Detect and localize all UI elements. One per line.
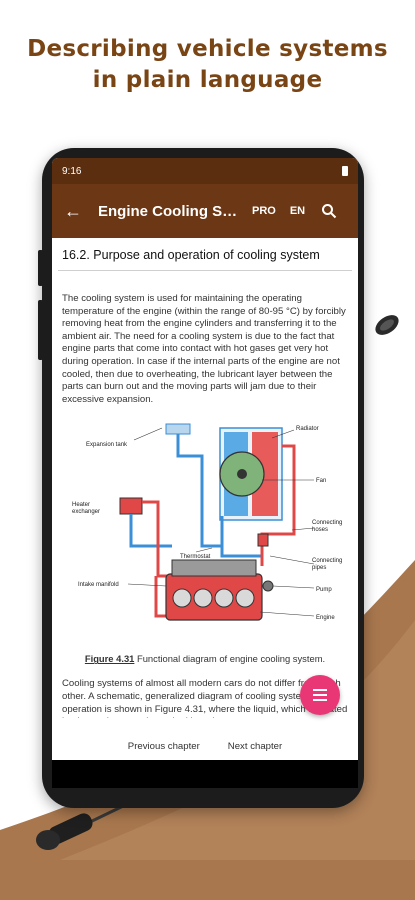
label-intake-manifold: Intake manifold [78, 582, 119, 588]
wrench-socket-icon [375, 315, 399, 335]
system-navigation-bar [52, 760, 358, 788]
label-thermostat: Thermostat [180, 554, 211, 560]
label-heater-exchanger-line2: exchanger [72, 509, 100, 515]
search-icon[interactable] [321, 203, 337, 219]
label-fan: Fan [316, 478, 326, 484]
chapter-navigation: Previous chapter Next chapter [52, 732, 358, 760]
figure-reference-link[interactable]: Figure 4.31 [84, 653, 135, 665]
promo-headline: Describing vehicle systems in plain lang… [0, 34, 415, 96]
app-bar-title: Engine Cooling Sy… [98, 202, 238, 220]
label-connecting-hoses-line1: Connecting [312, 520, 342, 526]
figure-caption-text: Functional diagram of engine cooling sys… [134, 653, 326, 665]
article-paragraph: Cooling systems of almost all modern car… [62, 678, 347, 718]
pro-button[interactable]: PRO [252, 205, 276, 217]
cooling-system-diagram: Radiator Expansion tank Fan Heater excha… [72, 423, 342, 621]
phone-side-button [38, 250, 43, 286]
status-time: 9:16 [62, 165, 82, 177]
menu-icon [313, 689, 327, 701]
app-bar: ← Engine Cooling Sy… PRO EN [52, 184, 358, 238]
promo-title-line1: Describing vehicle systems [27, 36, 388, 62]
article-content: 16.2. Purpose and operation of cooling s… [52, 238, 358, 718]
next-chapter-button[interactable]: Next chapter [227, 740, 283, 752]
label-heater-exchanger-line1: Heater [72, 502, 90, 508]
menu-fab-button[interactable] [300, 675, 340, 715]
status-bar: 9:16 [52, 158, 358, 184]
previous-chapter-button[interactable]: Previous chapter [127, 740, 200, 752]
arrow-back-icon[interactable]: ← [64, 200, 82, 221]
battery-icon [342, 166, 348, 176]
article-paragraph: The cooling system is used for maintaini… [62, 293, 346, 405]
figure-caption: Figure 4.31 Functional diagram of engine… [62, 653, 348, 664]
phone-side-button [38, 300, 43, 360]
label-expansion-tank: Expansion tank [86, 442, 128, 448]
label-pump: Pump [316, 587, 332, 593]
section-title: 16.2. Purpose and operation of cooling s… [58, 238, 352, 271]
language-button[interactable]: EN [289, 205, 306, 217]
label-connecting-pipes-line1: Connecting [312, 558, 342, 564]
label-connecting-pipes-line2: pipes [312, 565, 326, 571]
label-radiator: Radiator [296, 426, 319, 432]
promo-title-line2: in plain language [92, 67, 323, 93]
label-connecting-hoses-line2: hoses [312, 527, 328, 533]
label-engine: Engine [316, 615, 335, 621]
